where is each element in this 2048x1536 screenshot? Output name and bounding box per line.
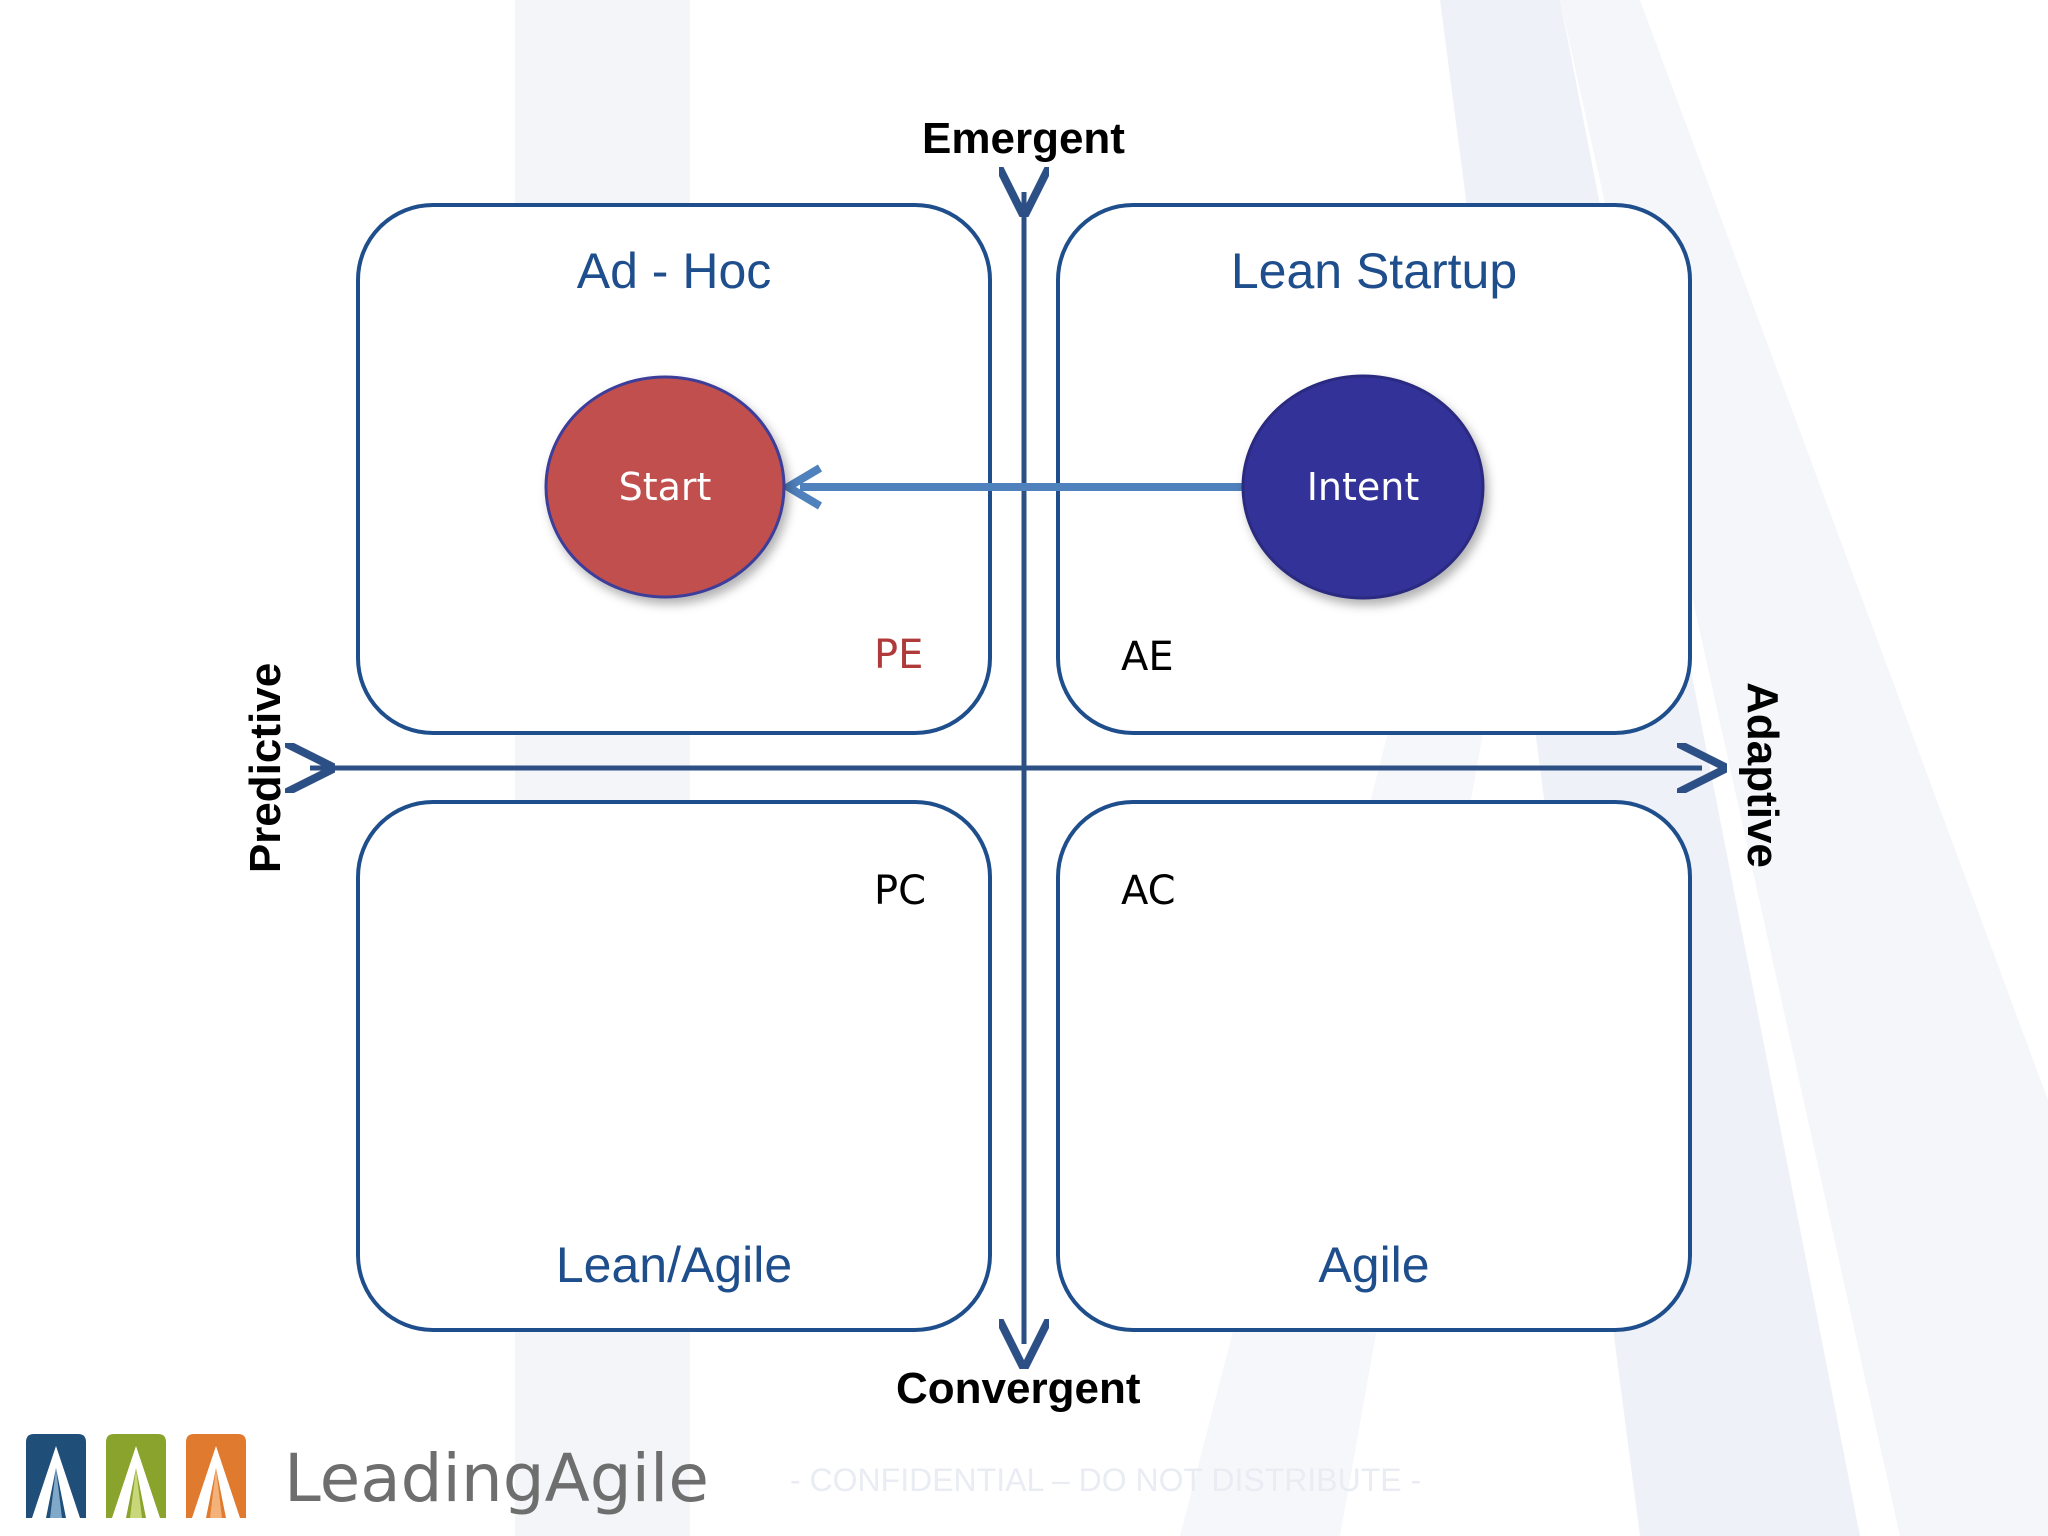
- quadrant-frame-bottom-left: [356, 800, 992, 1332]
- intent-to-start-arrowhead: [780, 464, 823, 510]
- quadrant-code-ac: AC: [1121, 868, 1176, 914]
- leadingagile-wordmark: LeadingAgile: [284, 1439, 709, 1517]
- quadrant-title-lean-agile: Lean/Agile: [555, 1237, 793, 1293]
- axis-label-convergent: Convergent: [896, 1364, 1141, 1413]
- leadingagile-logo: LeadingAgile: [20, 1428, 709, 1528]
- intent-node-label: Intent: [1306, 465, 1420, 509]
- confidential-notice: - CONFIDENTIAL – DO NOT DISTRIBUTE -: [790, 1462, 1422, 1498]
- start-node-label: Start: [618, 465, 712, 509]
- quadrant-title-agile: Agile: [1318, 1237, 1430, 1293]
- quadrant-title-lean-startup: Lean Startup: [1230, 243, 1518, 299]
- axis-label-emergent: Emergent: [922, 114, 1125, 163]
- leadingagile-logo-icon: [26, 1434, 246, 1518]
- quadrant-code-pc: PC: [874, 868, 927, 914]
- axis-label-adaptive: Adaptive: [1738, 682, 1787, 868]
- quadrant-frame-bottom-right: [1056, 800, 1692, 1332]
- quadrant-code-ae: AE: [1121, 634, 1174, 680]
- intent-node: [1241, 374, 1485, 600]
- start-node: [544, 375, 786, 599]
- quadrant-code-pe: PE: [874, 632, 924, 678]
- quadrant-title-ad-hoc: Ad - Hoc: [576, 243, 772, 299]
- axis-label-predictive: Predictive: [241, 662, 290, 874]
